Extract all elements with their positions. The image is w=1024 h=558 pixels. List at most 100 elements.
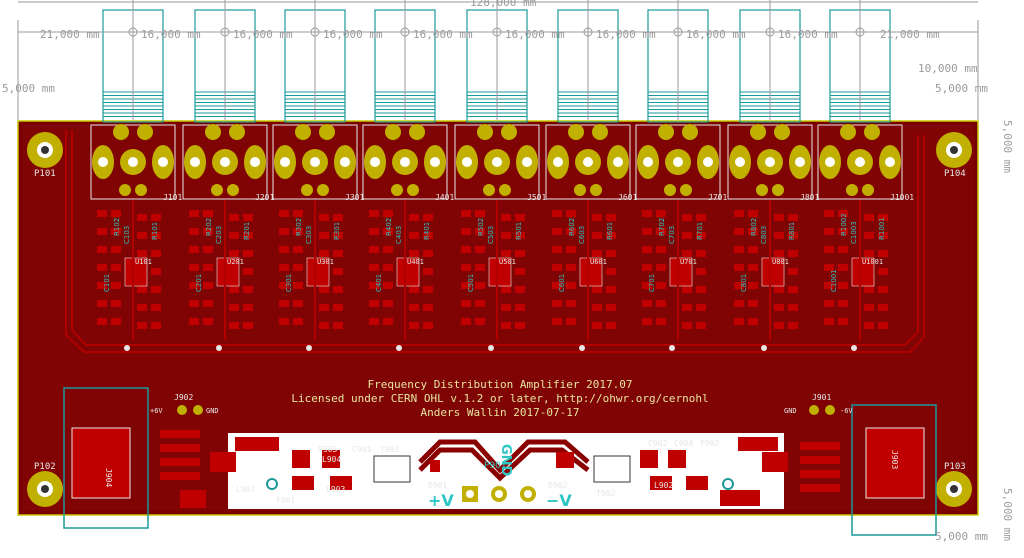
label-plus-v: +V: [428, 491, 454, 510]
smd-pad: [279, 210, 289, 217]
silk-license: Licensed under CERN OHL v.1.2 or later, …: [291, 392, 708, 405]
label-resistor: R201: [243, 222, 251, 240]
via: [669, 345, 675, 351]
label-minus6v: -6V: [840, 407, 853, 415]
pad: [409, 124, 425, 140]
smd-pad: [838, 282, 848, 289]
smd-pad: [475, 282, 485, 289]
label-c904: C904: [674, 439, 693, 448]
dim-total: 128,000 mm: [470, 0, 537, 9]
smd-pad: [606, 250, 616, 257]
label-capacitor: C401: [375, 274, 383, 292]
label-capacitor: C403: [395, 226, 403, 244]
smd-pad: [515, 250, 525, 257]
smd-pad: [189, 300, 199, 307]
label-connector: J201: [255, 193, 274, 202]
smd-pad: [151, 250, 161, 257]
smd-pad: [656, 246, 666, 253]
smd-pad: [748, 264, 758, 271]
dim-pitch-label: 16,000 mm: [141, 28, 201, 41]
smd-pad: [696, 214, 706, 221]
smd-pad: [788, 304, 798, 311]
pad-hole: [220, 157, 230, 167]
pad-hole: [340, 157, 350, 167]
smd-pad: [878, 286, 888, 293]
pad: [477, 124, 493, 140]
smd-pad: [369, 228, 379, 235]
smd-pad: [606, 286, 616, 293]
smd-pad: [409, 286, 419, 293]
smd-pad: [461, 282, 471, 289]
smd-pad: [838, 264, 848, 271]
label-j903: J903: [890, 450, 899, 469]
smd-pad: [189, 228, 199, 235]
ic-package: [851, 257, 875, 287]
label-connector: J401: [435, 193, 454, 202]
smd-pad: [606, 322, 616, 329]
smd-pad: [592, 304, 602, 311]
via: [216, 345, 222, 351]
label-ic: U501: [499, 258, 516, 266]
label-connector: J101: [163, 193, 182, 202]
label-f902: F902: [700, 439, 719, 448]
smd-pad: [461, 318, 471, 325]
smd-pad: [774, 232, 784, 239]
smd-pad: [878, 250, 888, 257]
label-ic: U301: [317, 258, 334, 266]
via: [306, 345, 312, 351]
smd-pad: [566, 210, 576, 217]
label-resistor: R402: [385, 218, 393, 236]
smd-pad: [319, 322, 329, 329]
smd-pad: [189, 318, 199, 325]
dim-marker: [583, 27, 593, 37]
smd-pad: [475, 210, 485, 217]
smd-pad: [383, 210, 393, 217]
label-resistor: R801: [788, 222, 796, 240]
smd-pad: [97, 264, 107, 271]
smd-pad: [111, 318, 121, 325]
smd-pad: [515, 322, 525, 329]
pad-hole: [190, 157, 200, 167]
ic-package: [124, 257, 148, 287]
pad: [319, 124, 335, 140]
connector-j903: J903: [851, 404, 937, 536]
smd-pad: [642, 210, 652, 217]
smd-pad: [279, 300, 289, 307]
ic-package: [488, 257, 512, 287]
smd-pad: [552, 318, 562, 325]
pad-hole: [400, 157, 410, 167]
pad: [501, 124, 517, 140]
smd-pad: [501, 214, 511, 221]
ic-package: [306, 257, 330, 287]
smd-pad: [824, 282, 834, 289]
label-l902: L902: [654, 481, 673, 490]
ic-package: [396, 257, 420, 287]
smd-pad: [824, 246, 834, 253]
smd-pad: [696, 322, 706, 329]
smd-pad: [864, 250, 874, 257]
smd-pad: [461, 264, 471, 271]
smd-pad: [203, 282, 213, 289]
smd-pad: [748, 228, 758, 235]
smd-pad: [461, 210, 471, 217]
ic-package: [216, 257, 240, 287]
pad-hole: [158, 157, 168, 167]
smd-pad: [203, 318, 213, 325]
smd-pad: [774, 304, 784, 311]
smd-pad: [515, 286, 525, 293]
power-supply-block: GND +V −V P901 T901 T902 F901 F902 C901 …: [228, 433, 784, 510]
smd-pad: [243, 322, 253, 329]
pad: [137, 124, 153, 140]
label-minus-v: −V: [546, 491, 572, 510]
label-p102: P102: [34, 462, 56, 472]
label-plus6v: +6V: [150, 407, 163, 415]
pad-hole: [735, 157, 745, 167]
pad: [664, 184, 676, 196]
via: [488, 345, 494, 351]
smd-pad: [748, 210, 758, 217]
